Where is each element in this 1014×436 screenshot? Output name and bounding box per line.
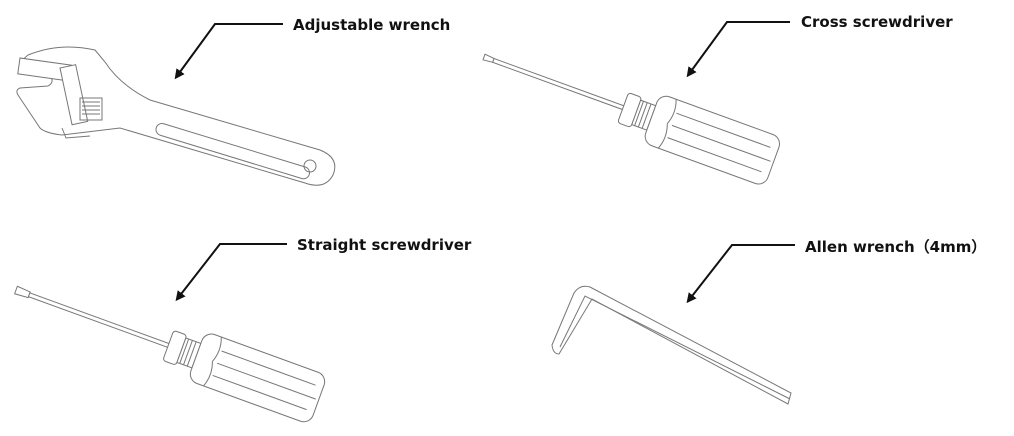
straight-screwdriver-arrow bbox=[175, 243, 287, 302]
cross-screwdriver-drawing bbox=[482, 53, 781, 185]
adjustable-wrench-arrow bbox=[174, 23, 283, 80]
allen-wrench-arrow bbox=[686, 244, 795, 304]
straight-screwdriver-drawing bbox=[13, 285, 326, 423]
adjustable-wrench-drawing bbox=[16, 46, 336, 186]
label-straight-screwdriver: Straight screwdriver bbox=[297, 236, 472, 254]
cross-screwdriver-arrow bbox=[686, 21, 790, 78]
allen-wrench-drawing bbox=[551, 285, 792, 405]
label-allen-wrench: Allen wrench（4mm） bbox=[805, 238, 987, 256]
label-adjustable-wrench: Adjustable wrench bbox=[293, 16, 451, 34]
label-cross-screwdriver: Cross screwdriver bbox=[801, 13, 953, 31]
